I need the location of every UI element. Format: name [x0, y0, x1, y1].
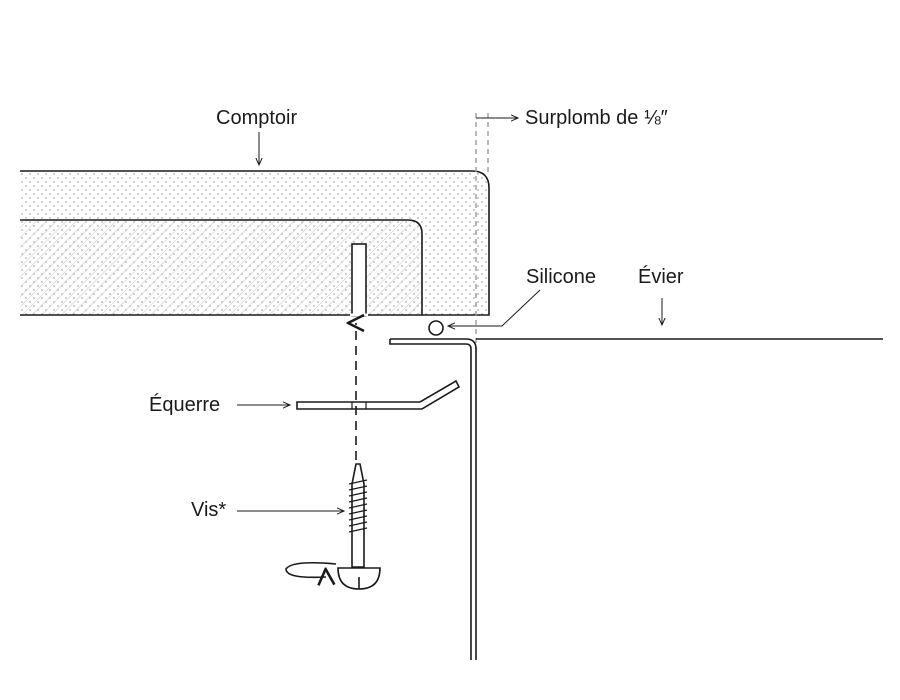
- countertop-core-outline: [20, 219, 423, 315]
- countertop: [20, 170, 490, 317]
- overhang-guides: [475, 113, 518, 350]
- rotation-arrow: [285, 562, 337, 578]
- silicone-label: Silicone: [526, 266, 596, 288]
- overhang-label: Surplomb de ⅛″: [525, 107, 668, 129]
- bracket: [237, 379, 461, 410]
- screw-label: Vis*: [191, 499, 226, 521]
- silicone-leader: [448, 289, 541, 326]
- bracket-slot: [351, 243, 367, 317]
- countertop-hatched-core: [20, 220, 422, 315]
- bracket-label: Équerre: [149, 393, 220, 416]
- sink-flange-outer: [390, 338, 477, 660]
- screw: [237, 463, 381, 590]
- silicone-bead: [428, 289, 541, 336]
- sink-flange-inner: [389, 339, 472, 660]
- sink-label: Évier: [638, 265, 684, 288]
- countertop-outline: [20, 170, 490, 316]
- sink: [389, 298, 883, 660]
- countertop-label: Comptoir: [216, 107, 297, 129]
